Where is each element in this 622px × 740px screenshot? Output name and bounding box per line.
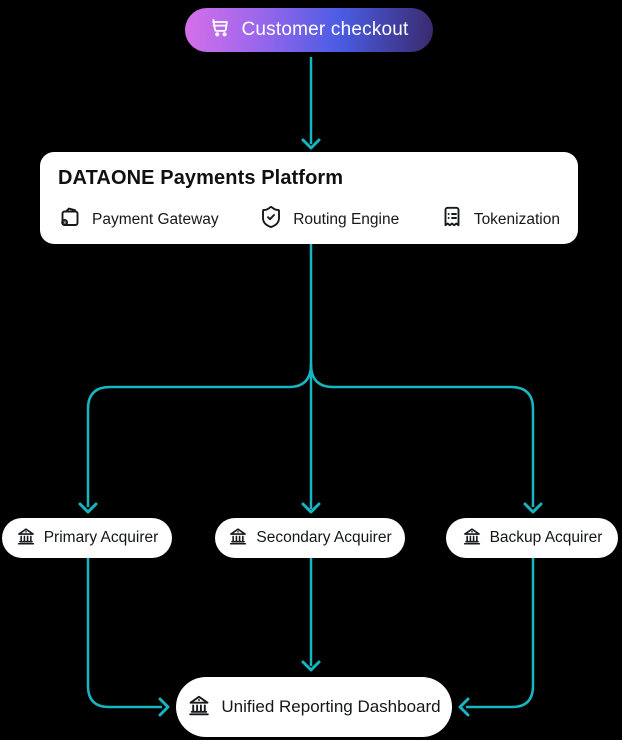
payments-platform-card: DATAONE Payments Platform Payment Gatewa…: [40, 152, 578, 244]
feature-tokenization: Tokenization: [440, 205, 560, 234]
feature-label: Tokenization: [473, 210, 560, 228]
shield-check-icon: [259, 205, 283, 234]
customer-checkout-node: Customer checkout: [185, 8, 433, 52]
bank-icon: [16, 526, 36, 551]
receipt-icon: [440, 205, 464, 234]
bank-icon: [462, 526, 482, 551]
shopping-cart-icon: [209, 16, 231, 44]
secondary-acquirer-node: Secondary Acquirer: [215, 518, 405, 558]
backup-acquirer-node: Backup Acquirer: [446, 518, 618, 558]
acquirer-label: Backup Acquirer: [489, 529, 603, 546]
arrowhead-down-icon: [78, 502, 98, 514]
feature-payment-gateway: Payment Gateway: [58, 205, 219, 234]
arrowhead-down-icon: [301, 138, 321, 150]
primary-acquirer-node: Primary Acquirer: [2, 518, 172, 558]
arrowhead-down-icon: [301, 660, 321, 672]
bank-icon: [187, 693, 211, 722]
arrowhead-left-icon: [458, 697, 470, 717]
platform-title: DATAONE Payments Platform: [58, 167, 344, 189]
connector-platform-to-primary: [86, 363, 313, 507]
acquirer-label: Secondary Acquirer: [256, 529, 392, 546]
arrowhead-down-icon: [301, 502, 321, 514]
feature-routing-engine: Routing Engine: [259, 205, 399, 234]
unified-reporting-dashboard-node: Unified Reporting Dashboard: [176, 677, 452, 737]
feature-label: Routing Engine: [293, 210, 400, 228]
wallet-icon: [58, 205, 82, 234]
dashboard-label: Unified Reporting Dashboard: [221, 697, 441, 716]
feature-label: Payment Gateway: [92, 210, 219, 228]
connector-platform-to-backup: [309, 363, 535, 507]
platform-feature-row: Payment Gateway Routing Engine Tokenizat…: [58, 205, 560, 234]
arrowhead-down-icon: [523, 502, 543, 514]
arrowhead-right-icon: [158, 697, 170, 717]
bank-icon: [228, 526, 248, 551]
acquirer-label: Primary Acquirer: [43, 529, 159, 546]
connector-backup-to-dashboard: [466, 558, 535, 709]
connector-primary-to-dashboard: [86, 558, 162, 709]
customer-checkout-label: Customer checkout: [241, 19, 409, 40]
